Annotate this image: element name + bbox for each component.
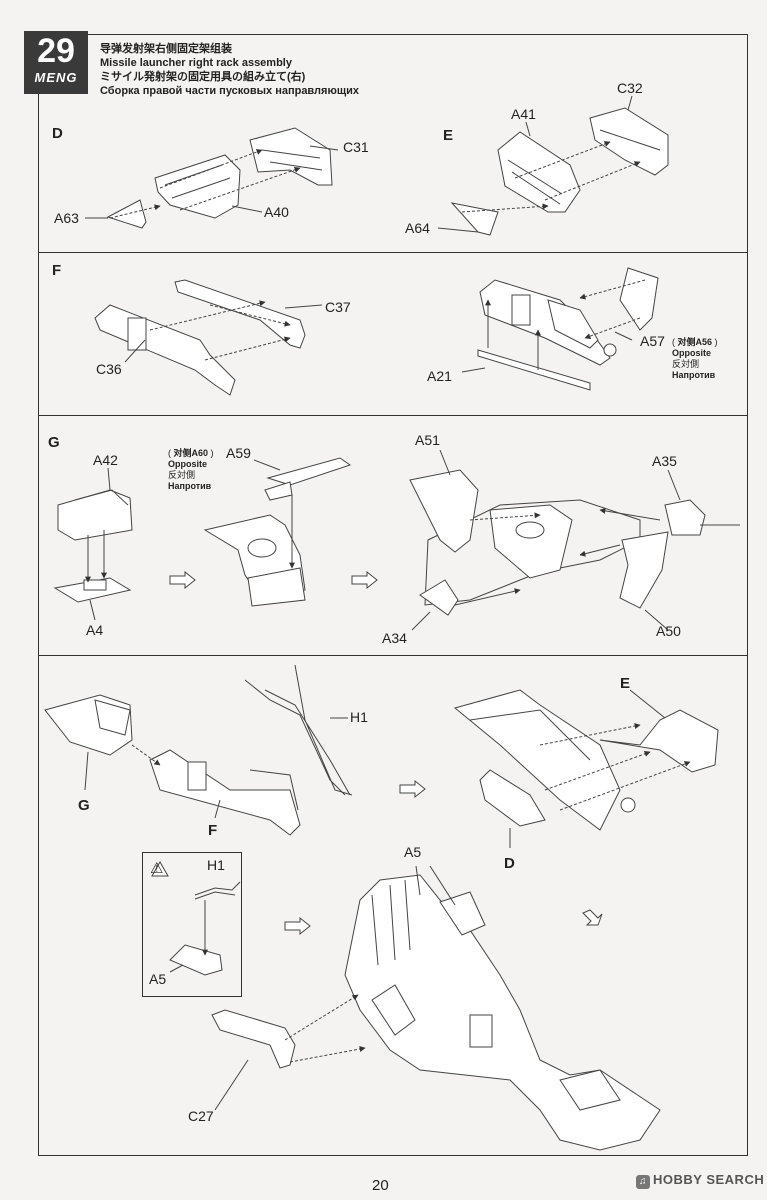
step-title-block: 导弹发射架右侧固定架组装 Missile launcher right rack…: [100, 42, 359, 98]
section-label-d: D: [52, 125, 63, 142]
note-a57: ( 对侧A56 ) Opposite 反対側 Напротив: [672, 337, 718, 381]
part-label-c36: C36: [96, 361, 122, 377]
section-label-f: F: [52, 262, 62, 279]
note-a57-ref: 对侧A56: [677, 337, 713, 347]
note-a59-english: Opposite: [168, 459, 208, 469]
note-a57-japanese: 反対側: [672, 359, 700, 369]
diagram-g-step1: [55, 468, 195, 620]
part-label-h1: H1: [350, 709, 368, 725]
part-label-c27: C27: [188, 1108, 214, 1124]
diagram-caution-detail: [152, 862, 310, 975]
title-chinese: 导弹发射架右侧固定架组装: [100, 43, 232, 55]
diagram-g-step2: [205, 458, 377, 606]
diagram-final-bottom: [212, 866, 660, 1150]
diagram-e: [438, 96, 668, 235]
part-label-a57: A57: [640, 333, 665, 349]
note-a57-paren-close: ): [714, 337, 718, 347]
subassembly-label-g: G: [78, 797, 90, 814]
brand-logo: MENG: [34, 70, 78, 85]
part-label-a50: A50: [656, 623, 681, 639]
subassembly-label-f: F: [208, 822, 218, 839]
watermark: ♫HOBBY SEARCH: [636, 1172, 764, 1189]
note-a57-english: Opposite: [672, 348, 712, 358]
warning-triangle-icon: ⚠: [150, 860, 164, 877]
part-label-a35: A35: [652, 453, 677, 469]
page-number: 20: [372, 1177, 389, 1194]
note-a57-russian: Напротив: [672, 370, 716, 380]
caution-detail-box: ⚠ H1 A5: [142, 852, 242, 997]
note-a59-japanese: 反対側: [168, 470, 196, 480]
step-number: 29: [37, 32, 75, 70]
section-divider: [38, 252, 748, 253]
section-label-e: E: [443, 127, 454, 144]
part-label-a4: A4: [86, 622, 104, 638]
part-label-c31: C31: [343, 139, 369, 155]
part-label-a34: A34: [382, 630, 407, 646]
part-label-a5: A5: [404, 844, 422, 860]
subassembly-label-e: E: [620, 675, 631, 692]
diagram-f-left: [95, 280, 322, 395]
title-russian: Сборка правой части пусковых направляющи…: [100, 85, 360, 97]
diagram-f-right: [462, 268, 658, 390]
part-label-a59: A59: [226, 445, 251, 461]
part-label-a41: A41: [511, 106, 536, 122]
part-label-a51: A51: [415, 432, 440, 448]
part-label-a42: A42: [93, 452, 118, 468]
diagram-g-step3: [410, 450, 740, 630]
part-label-a64: A64: [405, 220, 430, 236]
caution-part-label-h1: H1: [207, 857, 225, 873]
part-label-a40: A40: [264, 204, 289, 220]
diagram-final-ed: [455, 690, 718, 925]
section-divider: [38, 655, 748, 656]
step-badge: 29 MENG: [24, 31, 88, 94]
diagram-final-gf: [45, 665, 425, 835]
caution-part-label-a5: A5: [149, 971, 167, 987]
title-japanese: ミサイル発射架の固定用具の組み立て(右): [100, 71, 306, 83]
note-a59-ref: 对侧A60: [173, 448, 209, 458]
diagram-d: [85, 128, 338, 228]
subassembly-label-d: D: [504, 855, 515, 872]
part-label-a63: A63: [54, 210, 79, 226]
section-label-g: G: [48, 434, 60, 451]
note-a57-ref-line: ( 对侧A56 ): [672, 337, 718, 348]
part-label-c37: C37: [325, 299, 351, 315]
note-a59-russian: Напротив: [168, 481, 212, 491]
note-a59-paren-close: ): [210, 448, 214, 458]
part-label-c32: C32: [617, 80, 643, 96]
note-a59-ref-line: ( 对侧A60 ): [168, 448, 214, 459]
title-english: Missile launcher right rack assembly: [100, 57, 292, 69]
page-frame: [38, 34, 748, 1156]
watermark-text: HOBBY SEARCH: [653, 1172, 765, 1187]
part-label-a21: A21: [427, 368, 452, 384]
note-a59-paren-open: (: [168, 448, 171, 458]
note-a57-paren-open: (: [672, 337, 675, 347]
section-divider: [38, 415, 748, 416]
hobby-search-logo-icon: ♫: [636, 1175, 650, 1189]
note-a59: ( 对侧A60 ) Opposite 反対側 Напротив: [168, 448, 214, 492]
